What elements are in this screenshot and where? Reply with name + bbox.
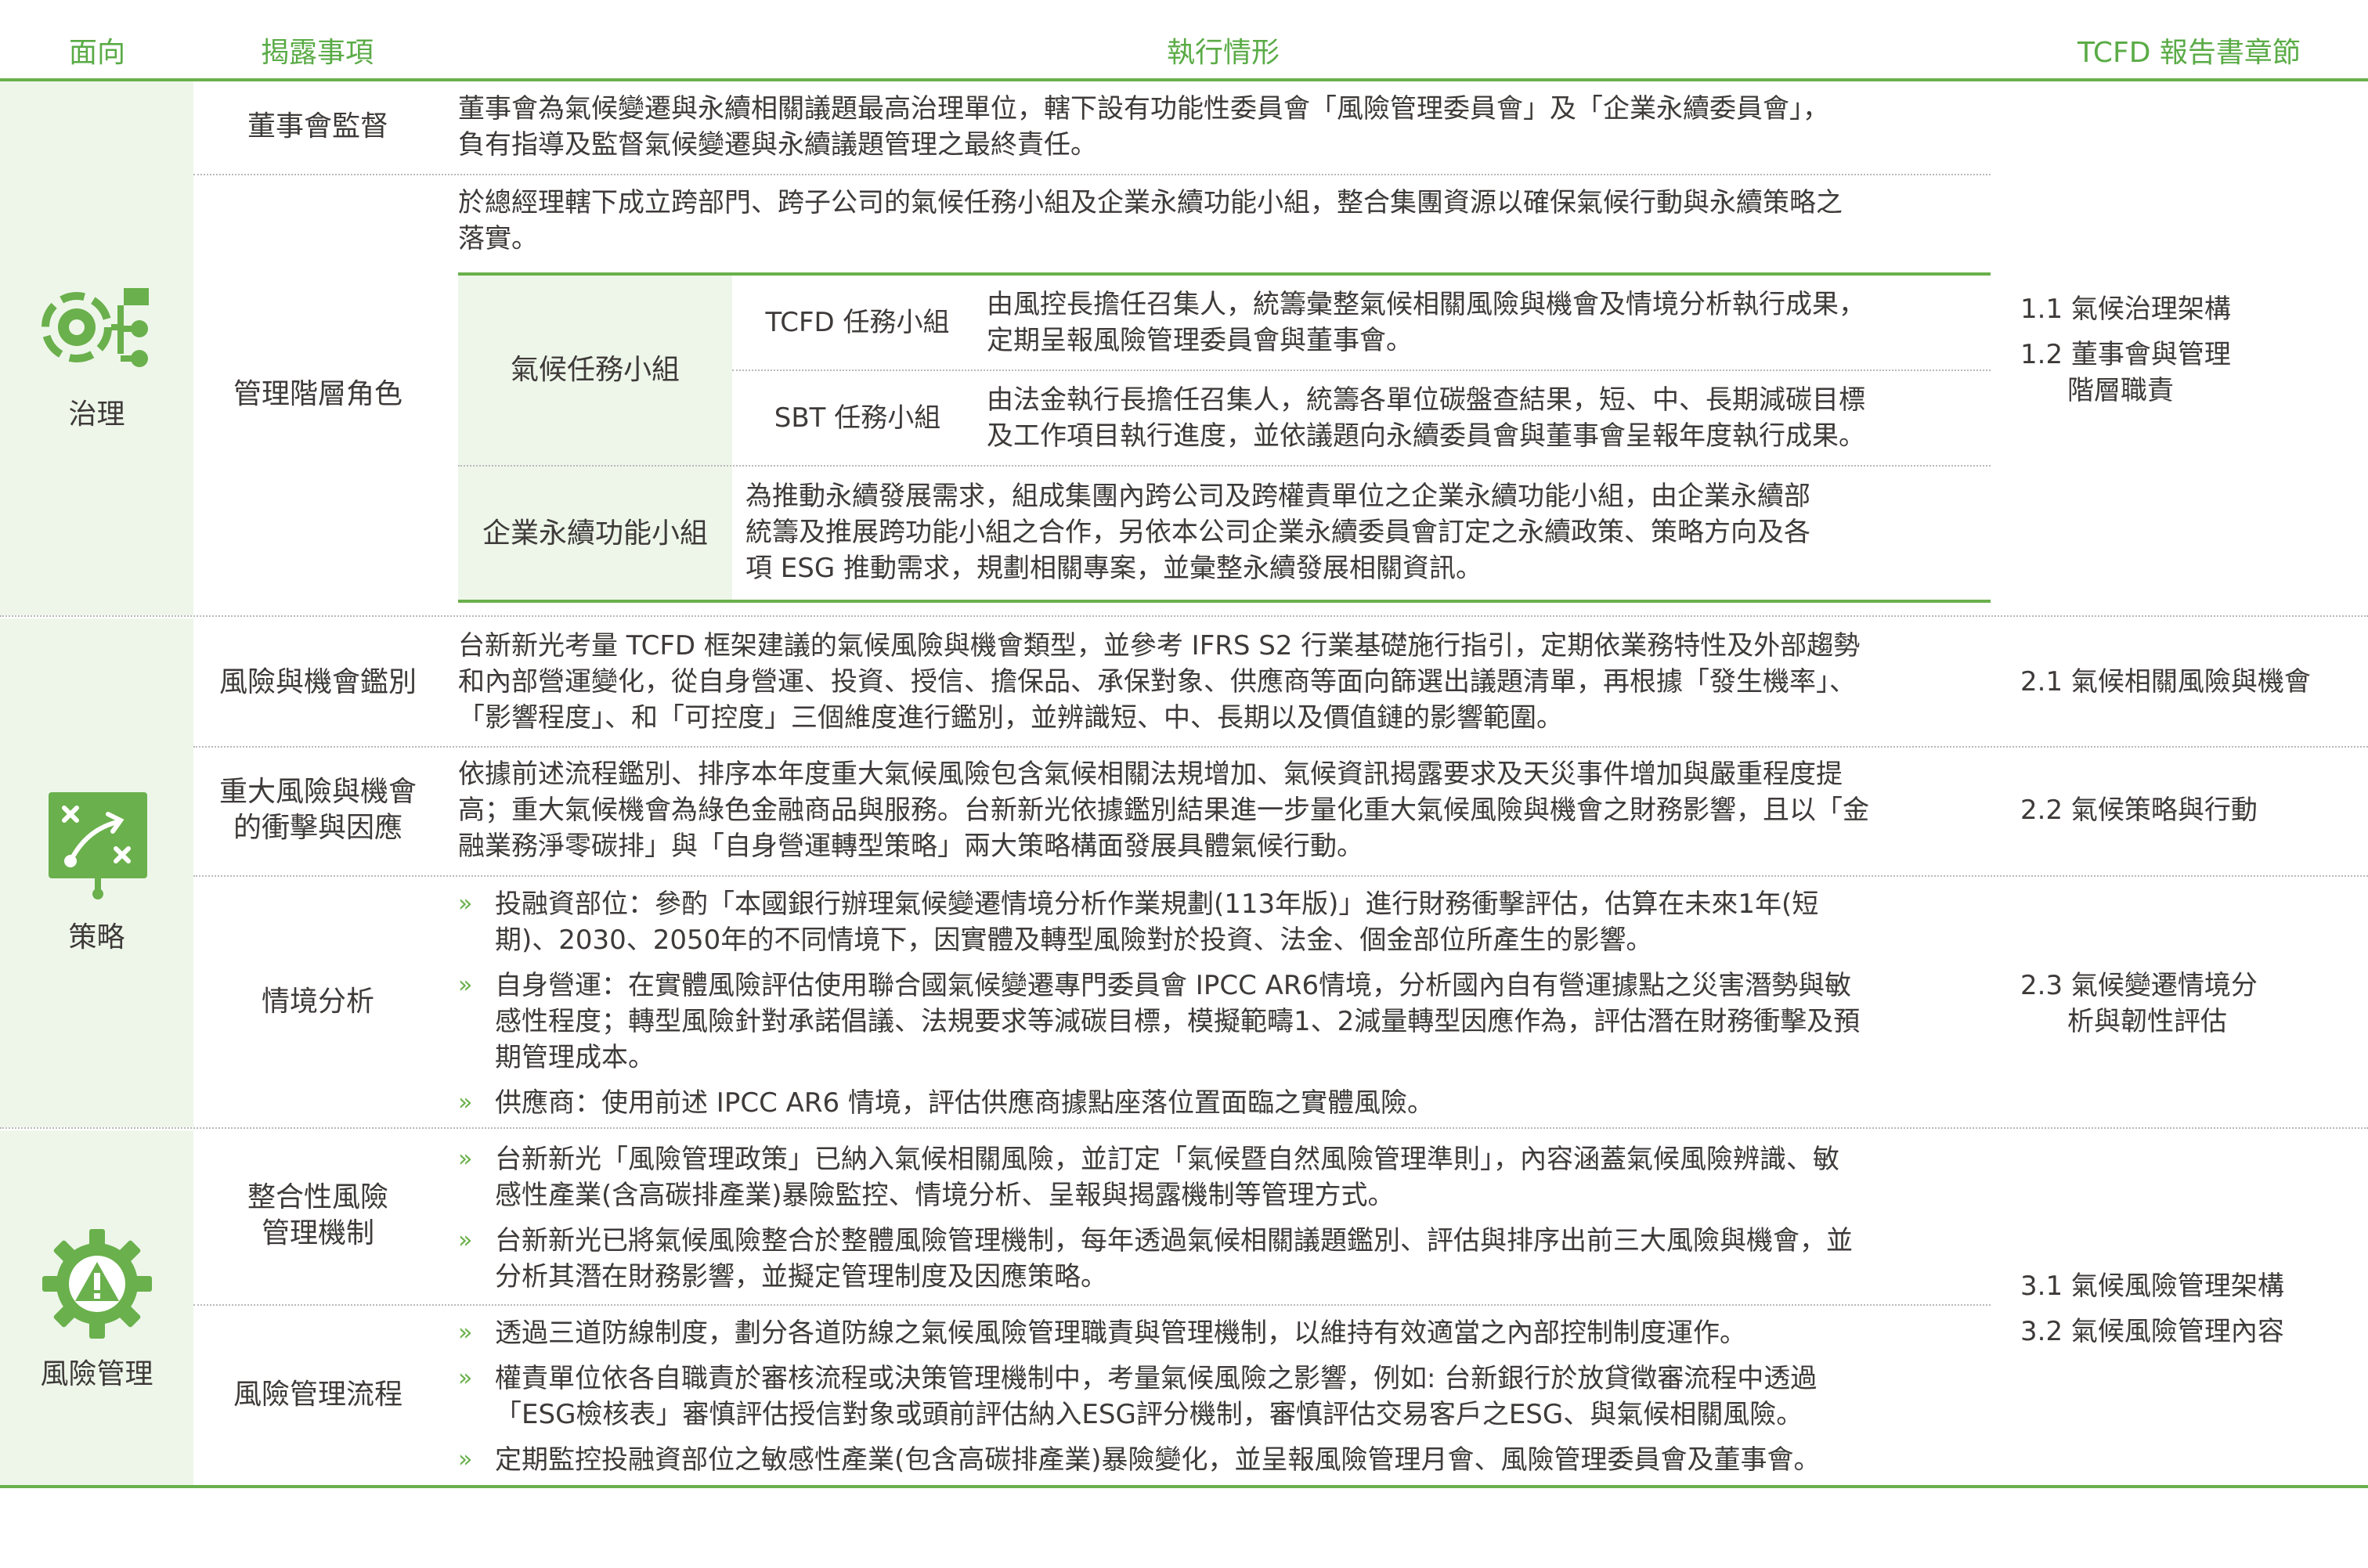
process-b1-1: 透過三道防線制度，劃分各道防線之氣候風險管理職責與管理機制，以維持有效適當之內部… [495, 1317, 1746, 1349]
item-board-oversight: 董事會監督 [247, 110, 388, 142]
integration-b2-1: 台新新光已將氣候風險整合於整體風險管理機制，每年透過氣候相關議題鑑別、評估與排序… [495, 1225, 1853, 1256]
tcfd-text-2: 定期呈報風險管理委員會與董事會。 [987, 325, 1413, 356]
identify-text-3: 「影響程度」、和「可控度」三個維度進行鑑別，並辨識短、中、長期以及價值鏈的影響範… [458, 702, 1563, 734]
esg-text-3: 項 ESG 推動需求，規劃相關專案，並彙整永續發展相關資訊。 [745, 553, 1483, 584]
tcfd-task-group: TCFD 任務小組 [765, 307, 950, 338]
category-strategy: 策略 [68, 921, 125, 953]
bullet-marker: » [458, 890, 473, 917]
bullet-marker: » [458, 1319, 473, 1346]
scenario-b2-1: 自身營運：在實體風險評估使用聯合國氣候變遷專門委員會 IPCC AR6情境，分析… [495, 970, 1852, 1001]
ref-risk-1: 3.1 氣候風險管理架構 [2020, 1271, 2284, 1302]
bullet-marker: » [458, 1364, 473, 1392]
item-impact-response-2: 的衝擊與因應 [233, 812, 402, 844]
identify-text-1: 台新新光考量 TCFD 框架建議的氣候風險與機會類型，並參考 IFRS S2 行… [458, 630, 1861, 661]
subtable-bottom-rule [458, 600, 1991, 603]
management-intro-2: 落實。 [458, 223, 538, 254]
impact-text-3: 融業務淨零碳排」與「自身營運轉型策略」兩大策略構面發展具體氣候行動。 [458, 831, 1363, 862]
esg-text-2: 統籌及推展跨功能小組之合作，另依本公司企業永續委員會訂定之永續政策、策略方向及各 [745, 517, 1810, 548]
esg-text-1: 為推動永續發展需求，組成集團內跨公司及跨權責單位之企業永續功能小組，由企業永續部 [745, 481, 1810, 512]
strategy-board-icon [47, 791, 149, 903]
gear-org-icon [39, 282, 157, 379]
ref-strategy-1: 2.1 氣候相關風險與機會 [2020, 666, 2311, 697]
bullet-marker: » [458, 971, 473, 999]
row-divider [193, 746, 2368, 748]
management-intro-1: 於總經理轄下成立跨部門、跨子公司的氣候任務小組及企業永續功能小組，整合集團資源以… [458, 187, 1843, 218]
row-divider [193, 875, 2368, 877]
integration-b2-2: 分析其潛在財務影響，並擬定管理制度及因應策略。 [495, 1261, 1107, 1292]
board-text-1: 董事會為氣候變遷與永續相關議題最高治理單位，轄下設有功能性委員會「風險管理委員會… [458, 93, 1829, 124]
row-divider [193, 174, 1991, 175]
item-integrated-risk-1: 整合性風險 [247, 1181, 388, 1213]
section-divider [0, 615, 2368, 617]
category-risk-management: 風險管理 [40, 1358, 153, 1390]
scenario-b1-2: 期)、2030、2050年的不同情境下，因實體及轉型風險對於投資、法金、個金部位… [495, 925, 1653, 956]
impact-text-1: 依據前述流程鑑別、排序本年度重大氣候風險包含氣候相關法規增加、氣候資訊揭露要求及… [458, 759, 1843, 790]
item-scenario-analysis: 情境分析 [261, 986, 374, 1018]
ref-risk-2: 3.2 氣候風險管理內容 [2020, 1316, 2284, 1347]
ref-governance-1: 1.1 氣候治理架構 [2020, 294, 2231, 325]
table-bottom-rule [0, 1485, 2368, 1488]
item-risk-process: 風險管理流程 [233, 1379, 402, 1411]
item-risk-opportunity-identification: 風險與機會鑑別 [218, 666, 417, 698]
header-disclosure: 揭露事項 [261, 37, 374, 69]
row-divider [193, 1304, 1991, 1306]
tcfd-text-1: 由風控長擔任召集人，統籌彙整氣候相關風險與機會及情境分析執行成果， [987, 289, 1865, 320]
scenario-b1-1: 投融資部位：參酌「本國銀行辦理氣候變遷情境分析作業規劃(113年版)」進行財務衝… [495, 889, 1819, 920]
gear-warning-icon [41, 1227, 153, 1343]
sbt-text-2: 及工作項目執行進度，並依議題向永續委員會與董事會呈報年度執行成果。 [987, 420, 1865, 452]
scenario-b2-2: 感性程度；轉型風險針對承諾倡議、法規要求等減碳目標，模擬範疇1、2減量轉型因應作… [495, 1006, 1861, 1037]
scenario-b3-1: 供應商：使用前述 IPCC AR6 情境，評估供應商據點座落位置面臨之實體風險。 [495, 1087, 1434, 1119]
identify-text-2: 和內部營運變化，從自身營運、投資、授信、擔保品、承保對象、供應商等面向篩選出議題… [458, 666, 1856, 697]
ref-governance-2: 1.2 董事會與管理 [2020, 339, 2231, 370]
subtable-group-column [458, 276, 732, 600]
section-divider [0, 1127, 2368, 1129]
process-b2-1: 權責單位依各自職責於審核流程或決策管理機制中，考量氣候風險之影響，例如: 台新銀… [495, 1363, 1818, 1394]
process-b2-2: 「ESG檢核表」審慎評估授信對象或頭前評估納入ESG評分機制，審慎評估交易客戶之… [495, 1399, 1803, 1430]
item-management-role: 管理階層角色 [233, 378, 402, 410]
scenario-b2-3: 期管理成本。 [495, 1042, 655, 1073]
header-rule [0, 78, 2368, 81]
bullet-marker: » [458, 1089, 473, 1116]
ref-governance-3: 階層職責 [2067, 375, 2174, 406]
impact-text-2: 高；重大氣候機會為綠色金融商品與服務。台新新光依據鑑別結果進一步量化重大氣候風險… [458, 795, 1869, 826]
integration-b1-2: 感性產業(含高碳排產業)暴險監控、情境分析、呈報與揭露機制等管理方式。 [495, 1180, 1395, 1211]
item-impact-response-1: 重大風險與機會 [218, 776, 417, 808]
header-facet: 面向 [69, 37, 126, 69]
sbt-task-group: SBT 任務小組 [774, 402, 941, 434]
process-b3-1: 定期監控投融資部位之敏感性產業(包含高碳排產業)暴險變化，並呈報風險管理月會、風… [495, 1444, 1821, 1476]
header-tcfd-chapter: TCFD 報告書章節 [2077, 37, 2301, 69]
item-integrated-risk-2: 管理機制 [261, 1217, 374, 1249]
category-governance: 治理 [68, 398, 125, 431]
subtable-divider [458, 465, 1991, 467]
esg-function-group: 企業永續功能小組 [482, 517, 708, 550]
board-text-2: 負有指導及監督氣候變遷與永續議題管理之最終責任。 [458, 129, 1097, 160]
ref-strategy-3a: 2.3 氣候變遷情境分 [2020, 970, 2258, 1001]
bullet-marker: » [458, 1446, 473, 1473]
governance-side [0, 81, 193, 615]
integration-b1-1: 台新新光「風險管理政策」已納入氣候相關風險，並訂定「氣候暨自然風險管理準則」，內… [495, 1144, 1839, 1175]
subtable-top-rule [458, 272, 1991, 276]
climate-task-group: 氣候任務小組 [510, 354, 680, 386]
bullet-marker: » [458, 1227, 473, 1254]
subtable-divider [732, 369, 1991, 371]
ref-strategy-3b: 析與韌性評估 [2067, 1006, 2227, 1037]
sbt-text-1: 由法金執行長擔任召集人，統籌各單位碳盤查結果，短、中、長期減碳目標 [987, 384, 1865, 416]
bullet-marker: » [458, 1145, 473, 1173]
ref-strategy-2: 2.2 氣候策略與行動 [2020, 795, 2258, 826]
header-execution: 執行情形 [1167, 37, 1280, 69]
